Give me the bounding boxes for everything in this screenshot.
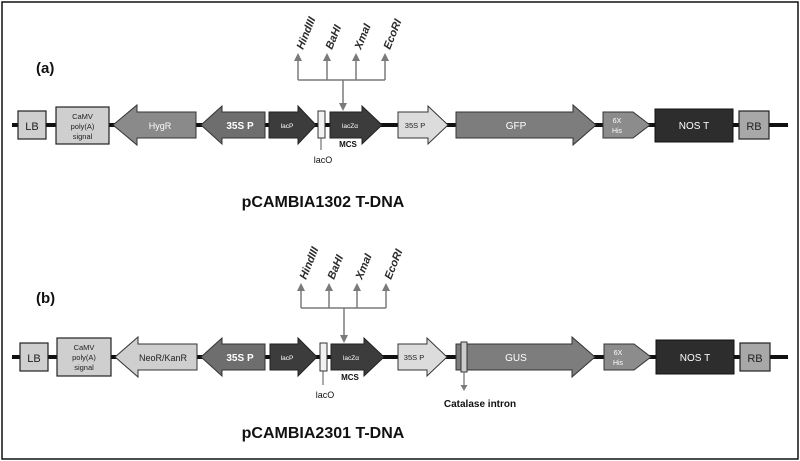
catalase-intron-box bbox=[460, 341, 468, 373]
resistance-gene-label: HygR bbox=[149, 121, 172, 131]
p35s-promoter-arrow bbox=[200, 104, 266, 146]
camv-label-line3: signal bbox=[74, 363, 94, 372]
panel-label: (b) bbox=[36, 290, 55, 307]
his-tag-line1: 6X bbox=[614, 350, 623, 357]
reporter-gene-label: GFP bbox=[506, 121, 527, 132]
resistance-gene-arrow bbox=[112, 103, 197, 147]
laczalpha-arrow bbox=[330, 336, 385, 378]
p35s-promoter-arrow bbox=[200, 336, 266, 378]
site-ecori: EcoRI bbox=[382, 17, 405, 51]
reporter-gene-arrow bbox=[455, 335, 596, 379]
camv-polya-box bbox=[55, 106, 110, 145]
lacp-arrow bbox=[268, 104, 317, 146]
rb-box bbox=[738, 110, 770, 140]
site-bahi: BaHI bbox=[324, 23, 345, 52]
reporter-gene-label: GUS bbox=[505, 353, 527, 364]
panel-label: (a) bbox=[36, 60, 54, 77]
site-ecori: EcoRI bbox=[383, 247, 406, 281]
mcs-label: MCS bbox=[339, 140, 357, 149]
lb-box bbox=[17, 110, 47, 140]
lb-box bbox=[19, 342, 49, 372]
resistance-gene-arrow bbox=[114, 335, 198, 379]
nos-terminator-box bbox=[654, 108, 734, 143]
camv-label-line2: poly(A) bbox=[72, 353, 96, 362]
p35s-promoter-2-label: 35S P bbox=[404, 353, 424, 362]
site-hindiii: HindIII bbox=[298, 245, 322, 282]
p35s-promoter-label: 35S P bbox=[226, 121, 254, 132]
lacp-label: lacP bbox=[281, 355, 294, 362]
camv-label-line2: poly(A) bbox=[71, 122, 95, 131]
nos-terminator-label: NOS T bbox=[680, 353, 710, 364]
lb-label: LB bbox=[27, 353, 40, 365]
mcs-site-bracket bbox=[297, 283, 390, 343]
lb-label: LB bbox=[25, 121, 38, 133]
laco-label: lacO bbox=[316, 390, 335, 400]
his-tag-line1: 6X bbox=[613, 118, 622, 125]
reporter-gene-arrow bbox=[455, 103, 597, 147]
rb-box bbox=[739, 342, 771, 372]
site-bahi: BaHI bbox=[326, 253, 347, 282]
site-xmai: XmaI bbox=[353, 251, 375, 282]
p35s-promoter-2-arrow bbox=[397, 336, 448, 378]
rb-label: RB bbox=[746, 121, 761, 133]
his-tag-box bbox=[602, 111, 651, 139]
nos-terminator-box bbox=[655, 339, 735, 375]
camv-label-line3: signal bbox=[73, 132, 93, 141]
mcs-label: MCS bbox=[341, 373, 359, 382]
p35s-promoter-2-arrow bbox=[397, 104, 449, 146]
p35s-promoter-2-label: 35S P bbox=[405, 121, 425, 130]
rb-label: RB bbox=[747, 353, 762, 365]
resistance-gene-label: NeoR/KanR bbox=[139, 353, 188, 363]
laczalpha-label: lacZα bbox=[342, 123, 358, 130]
panel-a: (a) LB CaMV poly(A) signal HygR 35S P la… bbox=[12, 15, 788, 211]
panel-b: (b) LB CaMV poly(A) signal NeoR/KanR 35S… bbox=[12, 245, 788, 442]
laco-label: lacO bbox=[314, 155, 333, 165]
laco-box bbox=[319, 342, 328, 372]
camv-label-line1: CaMV bbox=[72, 112, 93, 121]
catalase-intron-label: Catalase intron bbox=[444, 399, 516, 410]
catalase-intron-pointer-head bbox=[460, 385, 468, 391]
laco-box bbox=[317, 110, 326, 139]
construct-title: pCAMBIA1302 T-DNA bbox=[242, 194, 405, 211]
lacp-label: lacP bbox=[281, 123, 294, 130]
his-tag-line2: His bbox=[613, 360, 624, 367]
lacp-arrow bbox=[269, 336, 318, 378]
p35s-promoter-label: 35S P bbox=[226, 353, 254, 364]
nos-terminator-label: NOS T bbox=[679, 121, 709, 132]
site-hindiii: HindIII bbox=[295, 15, 319, 52]
camv-polya-box bbox=[56, 337, 112, 377]
mcs-site-bracket bbox=[294, 53, 389, 111]
camv-label-line1: CaMV bbox=[74, 343, 95, 352]
laczalpha-arrow bbox=[329, 104, 383, 146]
his-tag-line2: His bbox=[612, 128, 623, 135]
laczalpha-label: lacZα bbox=[343, 355, 359, 362]
his-tag-box bbox=[603, 343, 652, 371]
construct-title: pCAMBIA2301 T-DNA bbox=[242, 425, 405, 442]
site-xmai: XmaI bbox=[352, 21, 374, 52]
